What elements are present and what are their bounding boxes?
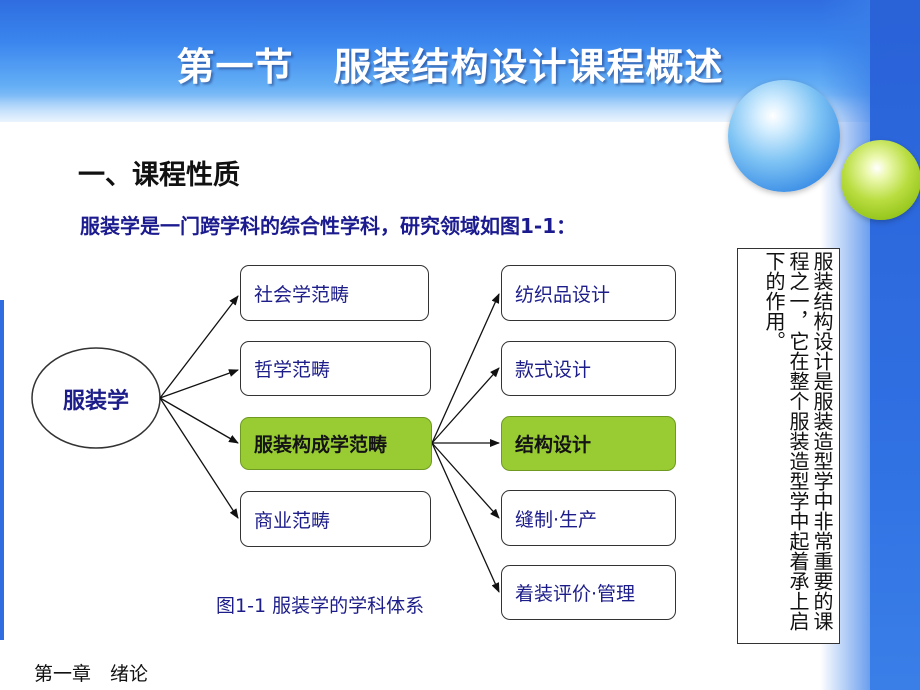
connector-branch-leaf-4 [431, 442, 500, 519]
intro-text: 服装学是一门跨学科的综合性学科，研究领域如图1-1： [80, 214, 577, 238]
connector-branch-leaf-2 [431, 367, 500, 444]
connector-root-branch-3 [159, 397, 239, 444]
branch-philosophy: 哲学范畴 [240, 341, 431, 396]
slide-title: 第一节服装结构设计课程概述 [0, 36, 900, 91]
blue-sphere-decoration [728, 80, 840, 192]
branch-commerce: 商业范畴 [240, 491, 431, 547]
connector-branch-leaf-1 [431, 293, 500, 444]
figure-caption: 图1-1 服装学的学科体系 [216, 595, 425, 617]
root-node-label: 服装学 [62, 389, 129, 414]
connector-branch-leaf-5 [431, 442, 500, 593]
leaf-wear-evaluation-management: 着装评价·管理 [501, 565, 676, 620]
connector-root-branch-1 [159, 295, 239, 399]
title-section-number: 第一节 [176, 45, 294, 89]
branch-garment-construction: 服装构成学范畴 [240, 417, 432, 470]
chapter-footer: 第一章 绪论 [34, 663, 149, 685]
title-topic: 服装结构设计课程概述 [333, 45, 724, 89]
right-accent-band [870, 0, 920, 690]
branch-social-science: 社会学范畴 [240, 265, 429, 321]
section-heading: 一、课程性质 [78, 160, 240, 191]
leaf-structure-design: 结构设计 [501, 416, 676, 471]
side-note-box: 服装结构设计是服装造型学中非常重要的课程之一，它在整个服装造型学中起着承上启下的… [737, 248, 840, 644]
green-sphere-decoration [841, 140, 920, 220]
connector-root-branch-4 [159, 397, 239, 519]
side-note-text: 服装结构设计是服装造型学中非常重要的课程之一，它在整个服装造型学中起着承上启下的… [762, 251, 834, 631]
leaf-style-design: 款式设计 [501, 341, 676, 396]
leaf-sewing-production: 缝制·生产 [501, 490, 676, 546]
left-accent-rule [0, 300, 4, 640]
connector-root-branch-2 [159, 369, 239, 399]
leaf-textile-design: 纺织品设计 [501, 265, 676, 321]
